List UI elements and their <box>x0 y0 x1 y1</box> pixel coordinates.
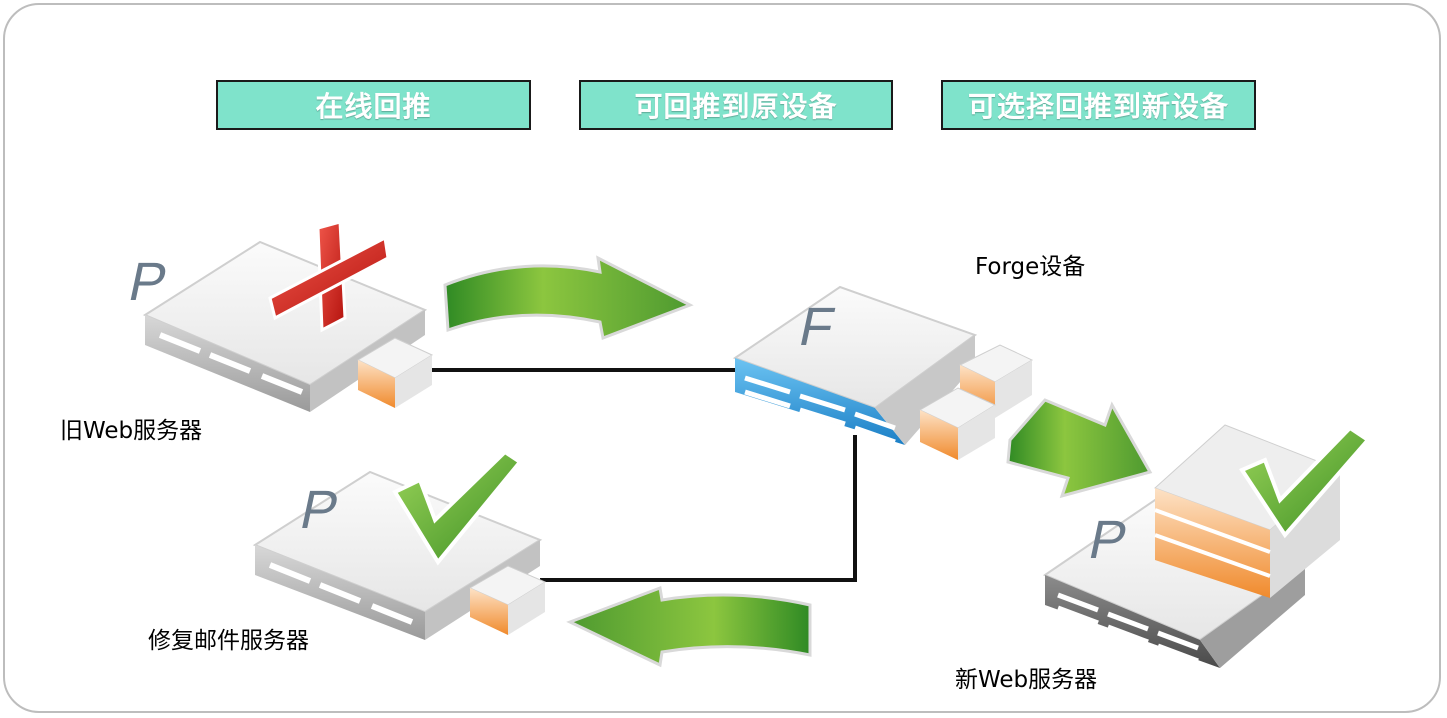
header-online-rollback: 在线回推 <box>216 80 531 130</box>
arrow-forge-to-new <box>1006 398 1153 499</box>
line-forge-to-mail <box>540 435 857 582</box>
repaired-mail-server: P <box>252 470 547 640</box>
forge-device: F <box>732 285 1034 460</box>
header-rollback-new: 可选择回推到新设备 <box>941 80 1256 130</box>
header-rollback-original: 可回推到原设备 <box>579 80 893 130</box>
arrow-forge-to-mail <box>566 585 812 668</box>
fail-x-icon <box>268 220 390 333</box>
arrow-rollback-to-forge <box>443 255 694 341</box>
repaired-mail-server-label: 修复邮件服务器 <box>148 628 309 654</box>
check-icon <box>392 449 523 566</box>
connection-lines <box>428 368 857 582</box>
forge-device-label: Forge设备 <box>975 254 1085 280</box>
old-web-server-label: 旧Web服务器 <box>60 418 202 444</box>
old-web-server: P <box>124 240 434 412</box>
check-icon <box>1239 425 1372 539</box>
new-web-server-label: 新Web服务器 <box>955 667 1097 693</box>
